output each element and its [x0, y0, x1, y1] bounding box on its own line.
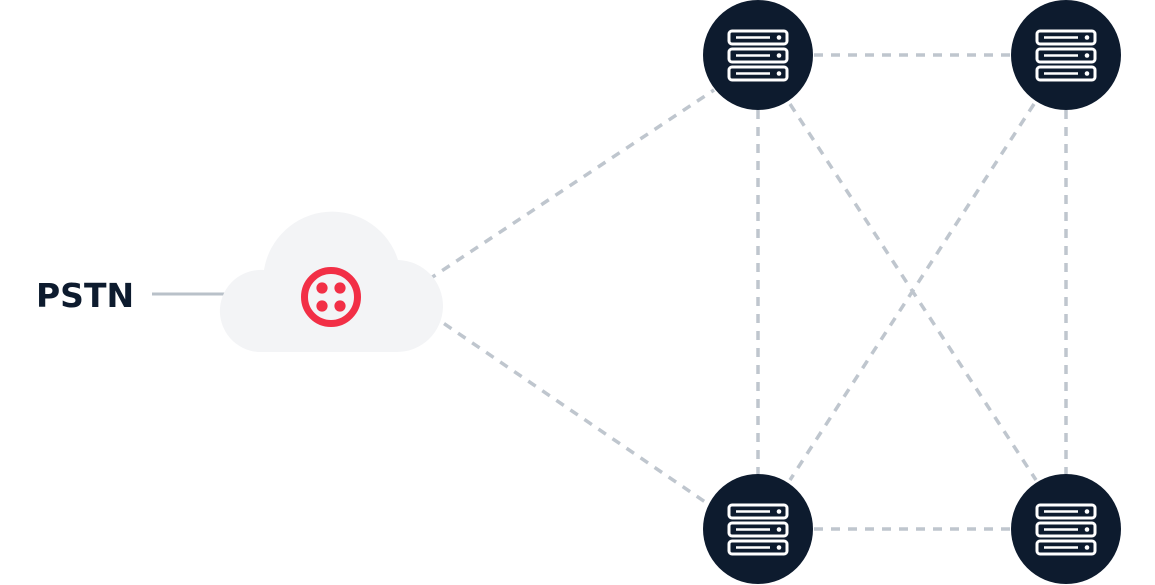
server-bottom-right: [1011, 474, 1121, 584]
server-top-right: [1011, 0, 1121, 110]
pstn-label: PSTN: [36, 276, 134, 315]
server-stack-icon: [1035, 503, 1097, 556]
server-top-left: [703, 0, 813, 110]
server-stack-icon: [1035, 29, 1097, 82]
server-stack-icon: [727, 29, 789, 82]
link-cloud-to-server-bottom-left: [429, 312, 715, 510]
link-server-top-right-to-server-bottom-left: [788, 103, 1036, 481]
twilio-cloud: [219, 211, 443, 353]
server-bottom-left: [703, 474, 813, 584]
connection-links: [427, 53, 1068, 531]
link-cloud-to-server-top-left: [427, 88, 715, 282]
server-stack-icon: [727, 503, 789, 556]
cloud-shape: [219, 211, 443, 353]
twilio-logo-icon: [301, 267, 361, 327]
